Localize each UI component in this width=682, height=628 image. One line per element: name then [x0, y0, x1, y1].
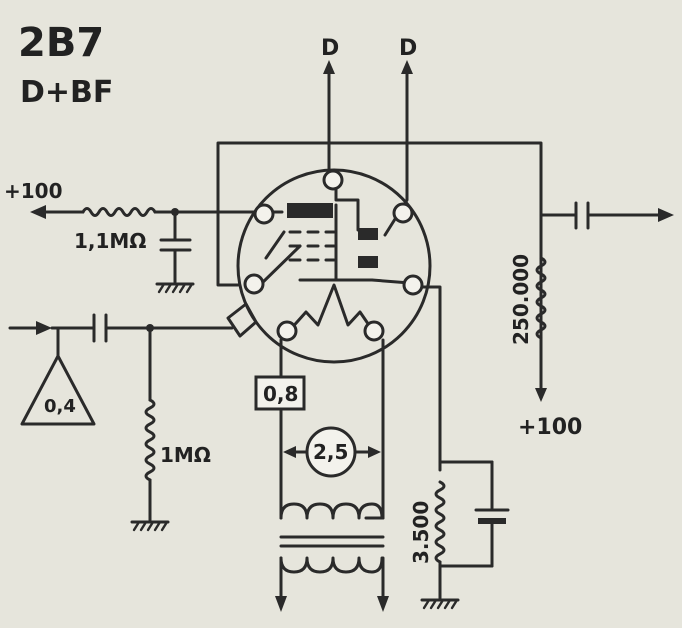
grid-cap — [226, 302, 258, 338]
grid-resistor-label: 1MΩ — [160, 443, 211, 467]
load-resistor — [535, 256, 547, 340]
ground-symbol — [155, 282, 195, 294]
output-arrow — [658, 208, 674, 222]
diode-plate-lower — [358, 256, 378, 268]
grid-electrodes — [288, 230, 336, 262]
tube-pin — [322, 169, 344, 191]
diode-label-right: D — [399, 36, 417, 61]
tube-pin — [243, 273, 265, 295]
tube-subtitle: D+BF — [20, 75, 113, 110]
tube-title: 2B7 — [18, 20, 104, 66]
tube-pin — [276, 320, 298, 342]
filament-size-label: 2,5 — [313, 440, 348, 464]
diode-output-left — [323, 60, 335, 174]
tube-pin — [392, 202, 414, 224]
cathode-resistor-label: 3.500 — [409, 501, 433, 564]
plate-resistor — [81, 207, 157, 217]
input-arrow — [36, 321, 52, 335]
plate-wire-loop — [216, 141, 543, 394]
load-resistor-label: 250.000 — [509, 254, 533, 345]
ground-symbol — [130, 520, 170, 532]
heater-filament — [287, 283, 375, 333]
tube-envelope — [236, 168, 432, 364]
supply-left-label: +100 — [4, 179, 63, 203]
heater-arrow-right — [377, 596, 389, 612]
diode-output-right — [383, 60, 413, 237]
supply-left-arrow — [30, 205, 46, 219]
transformer — [279, 502, 385, 574]
heater-arrow-left — [275, 596, 287, 612]
tube-pin — [363, 320, 385, 342]
input-triangle — [20, 354, 96, 426]
grid-resistor — [144, 398, 156, 482]
supply-right-label: +100 — [518, 415, 582, 440]
filament-size-circle — [305, 426, 357, 478]
input-triangle-label: 0,4 — [44, 396, 76, 417]
diode-plate-upper — [358, 228, 378, 240]
cathode-resistor — [434, 480, 446, 564]
tube-pin — [253, 203, 275, 225]
plate-resistor-label: 1,1MΩ — [74, 229, 146, 253]
heater-voltage-label: 0,8 — [263, 382, 298, 406]
plate-electrode — [287, 203, 333, 218]
tube-pin — [402, 274, 424, 296]
heater-voltage-box — [254, 375, 306, 411]
diode-label-left: D — [321, 36, 339, 61]
ground-symbol — [420, 598, 460, 610]
